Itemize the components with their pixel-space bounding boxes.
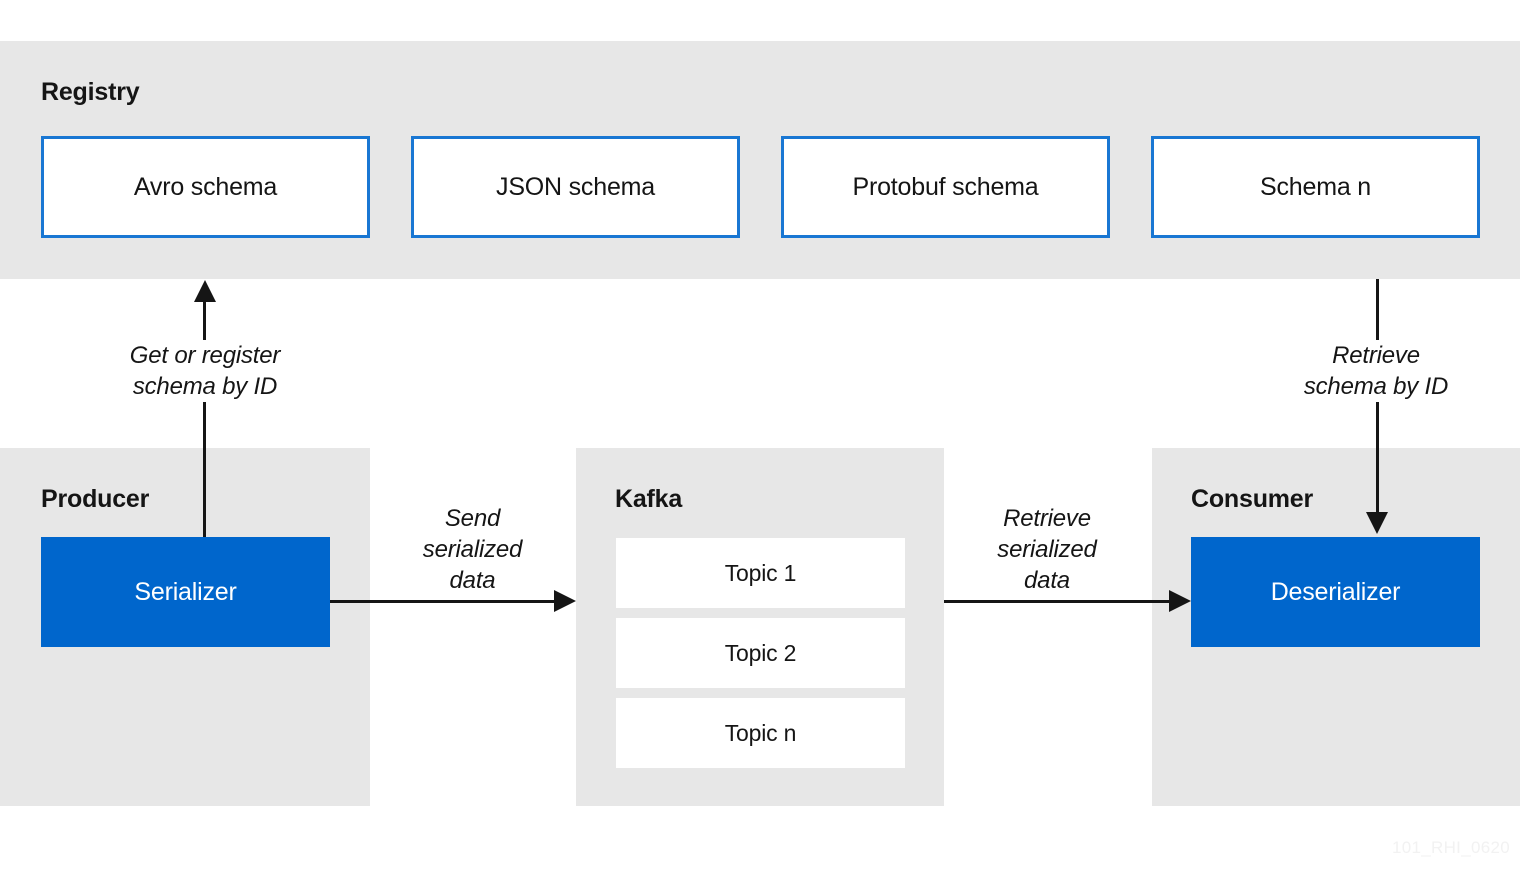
watermark-label: 101_RHI_0620 (1392, 838, 1510, 857)
edge-label-send-serialized-data: Send serialized data (395, 503, 550, 596)
arrow-right-icon (1169, 590, 1191, 612)
topic-box[interactable]: Topic 1 (616, 538, 905, 608)
kafka-panel-title: Kafka (615, 485, 683, 513)
consumer-panel-title: Consumer (1191, 485, 1314, 513)
schema-box-label: JSON schema (496, 172, 655, 201)
deserializer-box[interactable]: Deserializer (1191, 537, 1480, 647)
topic-box[interactable]: Topic 2 (616, 618, 905, 688)
connector-producer-to-kafka (330, 600, 561, 603)
deserializer-label: Deserializer (1270, 577, 1401, 606)
arrow-up-icon (194, 280, 216, 302)
edge-label-retrieve-schema-by-id: Retrieve schema by ID (1276, 340, 1476, 402)
arrow-right-icon (554, 590, 576, 612)
connector-producer-to-registry (203, 300, 206, 645)
serializer-box[interactable]: Serializer (41, 537, 330, 647)
edge-label-retrieve-serialized-data: Retrieve serialized data (967, 503, 1127, 596)
topic-label: Topic 1 (724, 559, 797, 586)
schema-box-json[interactable]: JSON schema (411, 136, 740, 238)
schema-box-avro[interactable]: Avro schema (41, 136, 370, 238)
schema-box-label: Schema n (1260, 172, 1371, 201)
topic-box[interactable]: Topic n (616, 698, 905, 768)
registry-panel-title: Registry (41, 78, 140, 106)
topic-label: Topic n (724, 719, 797, 746)
edge-label-get-or-register-schema: Get or register schema by ID (105, 340, 305, 402)
schema-box-protobuf[interactable]: Protobuf schema (781, 136, 1110, 238)
arrow-down-icon (1366, 512, 1388, 534)
serializer-label: Serializer (134, 577, 237, 606)
schema-box-schema-n[interactable]: Schema n (1151, 136, 1480, 238)
topic-label: Topic 2 (724, 639, 797, 666)
connector-kafka-to-consumer (944, 600, 1175, 603)
producer-panel-title: Producer (41, 485, 150, 513)
schema-box-label: Avro schema (133, 172, 278, 201)
schema-box-label: Protobuf schema (852, 172, 1039, 201)
